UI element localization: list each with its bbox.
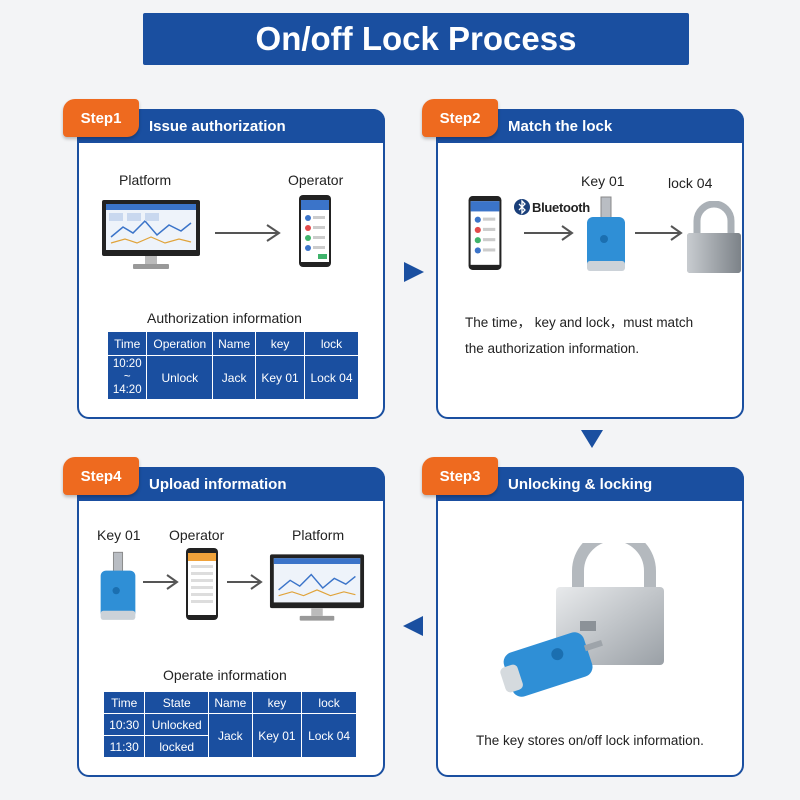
step4-key-label: Key 01 [97, 527, 141, 543]
step2-lock-label: lock 04 [668, 175, 713, 191]
step4-table-title: Operate information [163, 667, 287, 683]
table-cell-key: Key 01 [251, 713, 303, 758]
table-cell-state: locked [144, 735, 210, 758]
operator-phone-icon [299, 195, 331, 267]
phone-icon [468, 196, 502, 270]
step4-arrow-1-icon [143, 574, 179, 590]
page-title: On/off Lock Process [143, 13, 689, 65]
key-fob-icon [100, 551, 136, 620]
step1-arrow-icon [215, 224, 281, 242]
table-header: Time [106, 331, 148, 356]
table-header: key [255, 331, 305, 356]
table-cell-time: 10:20 ~ 14:20 [106, 355, 148, 400]
step1-platform-label: Platform [119, 172, 172, 188]
flow-arrow-right-icon [404, 262, 424, 282]
operate-table: Time State Name key lock 10:30 Unlocked … [102, 691, 357, 758]
step4-tag: Step4 [63, 457, 139, 495]
step2-caption-line1: The time， key and lock，must match [465, 315, 694, 330]
step1-panel: Issue authorization Step1 Platform Opera… [63, 99, 385, 419]
table-header: Time [102, 691, 146, 714]
table-header: Name [208, 691, 253, 714]
table-header: Name [212, 331, 257, 356]
platform-monitor-icon [102, 200, 200, 269]
time-separator: ~ [123, 371, 131, 383]
step4-panel: Upload information Step4 Key 01 Operator… [63, 457, 385, 777]
table-cell-lock: Lock 04 [301, 713, 357, 758]
step2-arrow-1-icon [524, 225, 574, 241]
step1-table-title: Authorization information [147, 310, 302, 326]
step4-arrow-2-icon [227, 574, 263, 590]
step3-tag: Step3 [422, 457, 498, 495]
key-fob-icon [587, 196, 625, 271]
step3-caption: The key stores on/off lock information. [476, 733, 704, 748]
table-cell-operation: Unlock [146, 355, 214, 400]
step2-arrow-2-icon [635, 225, 683, 241]
lock-with-key-icon [500, 543, 664, 697]
step1-tag: Step1 [63, 99, 139, 137]
table-header: Operation [146, 331, 214, 356]
padlock-icon [687, 201, 741, 273]
table-cell-name: Jack [212, 355, 257, 400]
table-header: key [251, 691, 303, 714]
flow-arrow-down-icon [581, 430, 603, 448]
table-header: lock [303, 331, 360, 356]
authorization-table: Time Operation Name key lock 10:20 ~ 14:… [106, 331, 360, 400]
step3-panel: Unlocking & locking Step3 The key stores… [422, 457, 744, 777]
step2-caption: The time， key and lock，must match the au… [465, 310, 693, 362]
bluetooth-label: Bluetooth [532, 199, 590, 215]
bluetooth-icon [514, 199, 530, 215]
bluetooth-badge: Bluetooth [514, 199, 590, 215]
table-header: State [144, 691, 210, 714]
table-cell-lock: Lock 04 [303, 355, 360, 400]
operator-phone-icon [186, 548, 218, 620]
step4-operator-label: Operator [169, 527, 225, 543]
time-start: 10:20 [112, 358, 142, 370]
step2-panel: Match the lock Step2 Key 01 lock 04 Blue… [422, 99, 744, 419]
step2-tag: Step2 [422, 99, 498, 137]
table-cell-key: Key 01 [255, 355, 305, 400]
step4-platform-label: Platform [292, 527, 345, 543]
step1-operator-label: Operator [288, 172, 344, 188]
step2-caption-line2: the authorization information. [465, 341, 640, 356]
time-end: 14:20 [112, 384, 142, 396]
table-cell-state: Unlocked [144, 713, 210, 736]
table-header: lock [301, 691, 357, 714]
table-cell-time: 10:30 [102, 713, 146, 736]
flow-arrow-left-icon [403, 616, 423, 636]
platform-monitor-icon [269, 554, 365, 621]
step2-key-label: Key 01 [581, 173, 625, 189]
table-cell-name: Jack [208, 713, 253, 758]
table-cell-time: 11:30 [102, 735, 146, 758]
